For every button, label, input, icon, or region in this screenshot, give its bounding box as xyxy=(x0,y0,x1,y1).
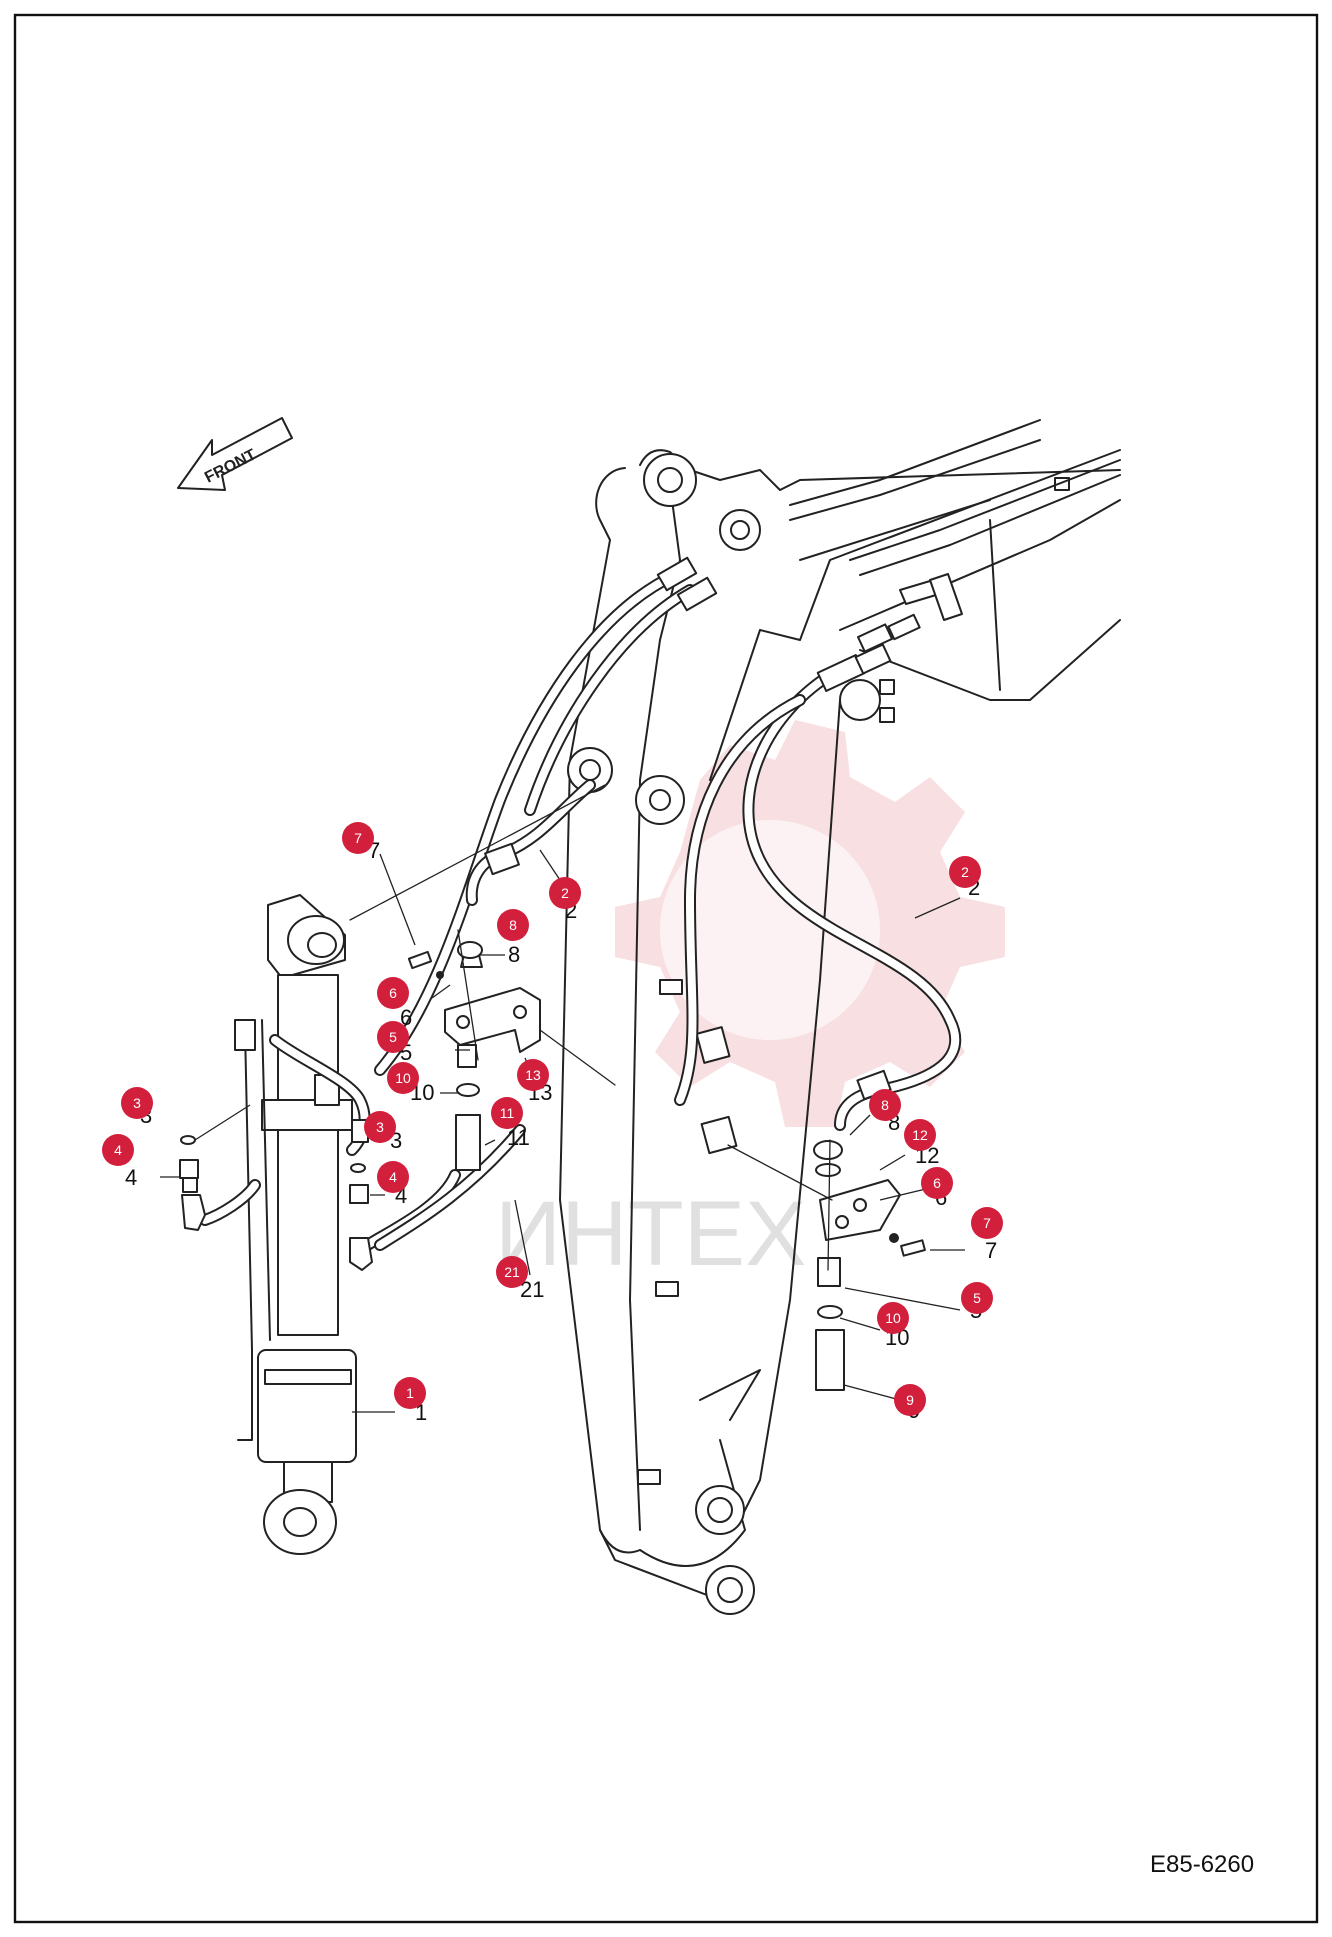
svg-text:4: 4 xyxy=(114,1142,122,1158)
callout-badge-10[interactable]: 10 xyxy=(387,1062,419,1094)
callout-badge-11[interactable]: 11 xyxy=(491,1097,523,1129)
num-7b: 7 xyxy=(985,1238,997,1263)
svg-text:2: 2 xyxy=(561,885,569,901)
svg-text:5: 5 xyxy=(973,1290,981,1306)
callout-badge-4[interactable]: 4 xyxy=(102,1134,134,1166)
callout-badge-7[interactable]: 7 xyxy=(971,1207,1003,1239)
boom-cylinder xyxy=(199,894,371,1555)
clamp-bracket-13 xyxy=(407,929,541,1171)
num-8a: 8 xyxy=(508,942,520,967)
watermark-logo: ИНТЕХ xyxy=(495,720,1005,1285)
svg-text:8: 8 xyxy=(881,1097,889,1113)
drawing-code: E85-6260 xyxy=(1150,1851,1254,1878)
callout-badge-6[interactable]: 6 xyxy=(377,977,409,1009)
svg-text:10: 10 xyxy=(395,1070,411,1086)
svg-text:8: 8 xyxy=(509,917,517,933)
callout-badge-2[interactable]: 2 xyxy=(949,856,981,888)
callout-badge-8[interactable]: 8 xyxy=(497,909,529,941)
callout-badge-21[interactable]: 21 xyxy=(496,1256,528,1288)
svg-text:7: 7 xyxy=(983,1215,991,1231)
hose-assembly-2-left xyxy=(374,569,696,1076)
svg-text:21: 21 xyxy=(504,1264,520,1280)
callout-badge-8[interactable]: 8 xyxy=(869,1089,901,1121)
svg-text:2: 2 xyxy=(961,864,969,880)
callout-badges[interactable]: 7 2 8 6 5 10 13 11 3 4 3 4 21 1 2 8 12 6… xyxy=(102,822,1003,1416)
boom-arm xyxy=(559,449,1121,1615)
svg-text:10: 10 xyxy=(885,1310,901,1326)
drawing-frame xyxy=(13,13,1319,1924)
svg-text:6: 6 xyxy=(389,985,397,1001)
svg-text:11: 11 xyxy=(500,1105,515,1121)
leader-lines xyxy=(160,849,965,1413)
tie-line xyxy=(349,784,606,921)
svg-text:5: 5 xyxy=(389,1029,397,1045)
svg-text:3: 3 xyxy=(133,1095,141,1111)
callout-badge-2[interactable]: 2 xyxy=(549,877,581,909)
callout-badge-3[interactable]: 3 xyxy=(121,1087,153,1119)
callout-badge-5[interactable]: 5 xyxy=(377,1021,409,1053)
callout-badge-7[interactable]: 7 xyxy=(342,822,374,854)
boom-fittings xyxy=(656,556,921,653)
num-11: 11 xyxy=(507,1125,530,1150)
boom-pipes xyxy=(789,419,1121,621)
front-arrow-icon: FRONT xyxy=(177,417,293,491)
svg-text:1: 1 xyxy=(406,1385,414,1401)
callout-badge-5[interactable]: 5 xyxy=(961,1282,993,1314)
tie-line-2 xyxy=(539,1029,616,1086)
svg-text:6: 6 xyxy=(933,1175,941,1191)
callout-badge-9[interactable]: 9 xyxy=(894,1384,926,1416)
svg-text:13: 13 xyxy=(525,1067,541,1083)
callout-badge-12[interactable]: 12 xyxy=(904,1119,936,1151)
callout-badge-13[interactable]: 13 xyxy=(517,1059,549,1091)
svg-text:7: 7 xyxy=(354,830,362,846)
num-4a: 4 xyxy=(125,1165,137,1190)
callout-badge-1[interactable]: 1 xyxy=(394,1377,426,1409)
watermark-text: ИНТЕХ xyxy=(495,1183,807,1285)
callout-badge-3[interactable]: 3 xyxy=(364,1111,396,1143)
callout-badge-10[interactable]: 10 xyxy=(877,1302,909,1334)
svg-text:4: 4 xyxy=(389,1169,397,1185)
num-6a: 6 xyxy=(400,1005,412,1030)
callout-badge-6[interactable]: 6 xyxy=(921,1167,953,1199)
svg-text:3: 3 xyxy=(376,1119,384,1135)
svg-text:9: 9 xyxy=(906,1392,914,1408)
callout-badge-4[interactable]: 4 xyxy=(377,1161,409,1193)
left-fittings xyxy=(179,1119,373,1271)
svg-text:12: 12 xyxy=(912,1127,928,1143)
clamp-bracket-12 xyxy=(727,1139,926,1391)
